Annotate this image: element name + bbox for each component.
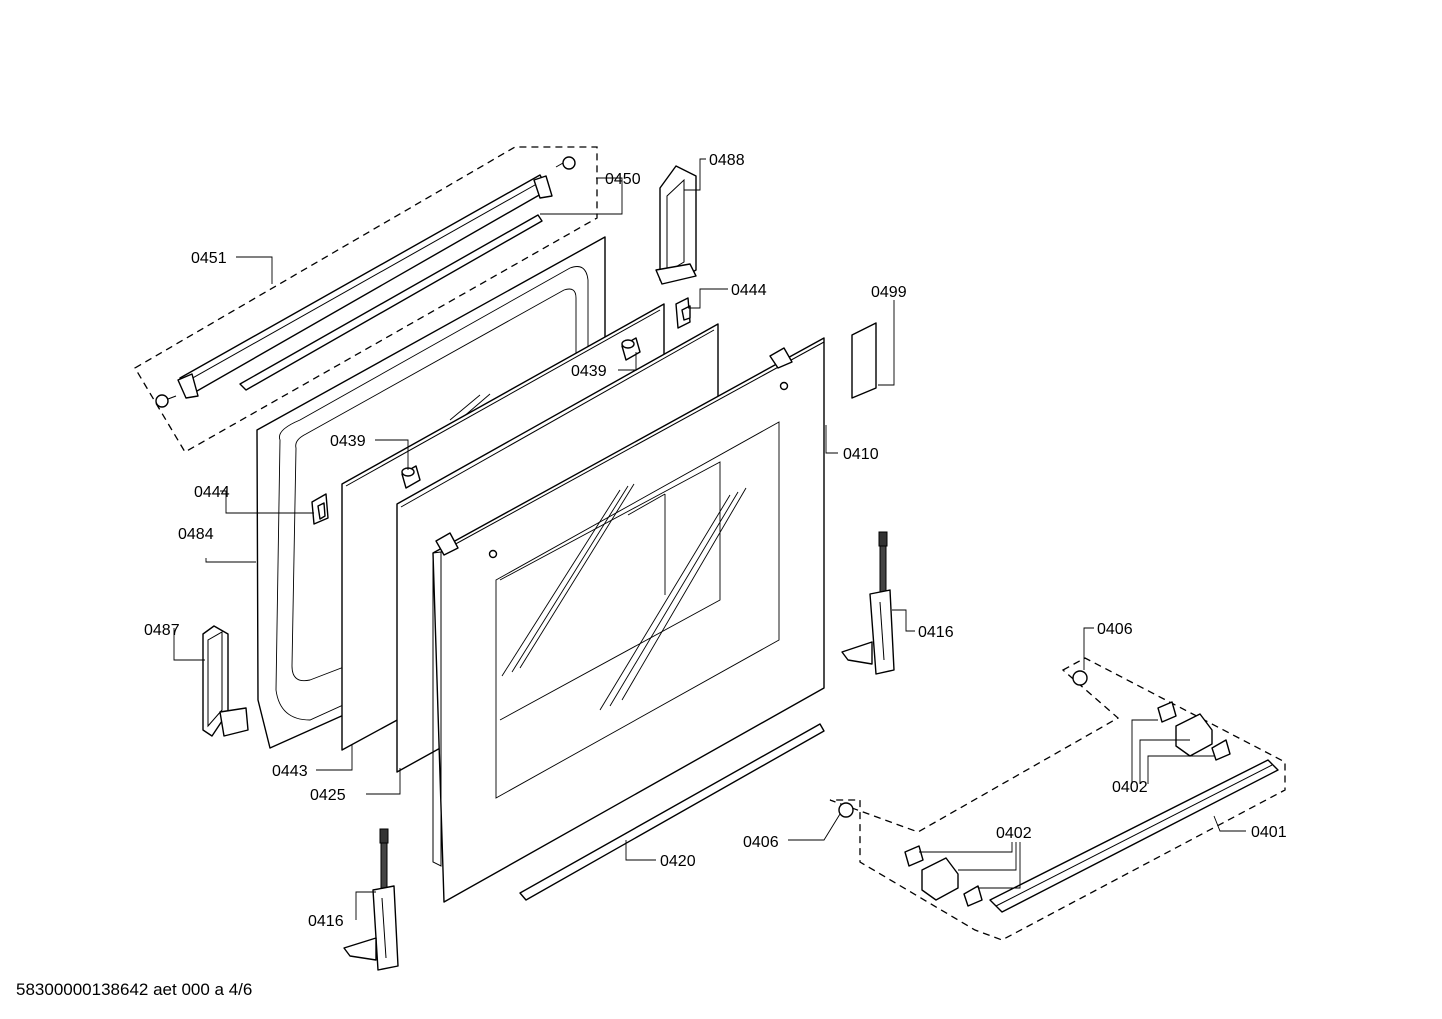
handle-group [829, 657, 1286, 941]
callout-0487: 0487 [144, 622, 180, 639]
callout-0416-right: 0416 [918, 624, 954, 641]
side-cover-part [202, 625, 249, 737]
callout-0425: 0425 [310, 787, 346, 804]
callout-0406-upper: 0406 [1097, 621, 1133, 638]
label-strip [851, 322, 877, 399]
callout-0402-lower: 0402 [996, 825, 1032, 842]
callout-0406-lower: 0406 [743, 834, 779, 851]
callout-0439-lower: 0439 [330, 433, 366, 450]
top-trim-group [134, 146, 598, 453]
hinge-left [343, 828, 399, 971]
callout-0420: 0420 [660, 853, 696, 870]
callout-0484: 0484 [178, 526, 214, 543]
callout-0499: 0499 [871, 284, 907, 301]
top-cover-part [655, 165, 697, 285]
callout-0401: 0401 [1251, 824, 1287, 841]
callout-0488: 0488 [709, 152, 745, 169]
callout-0416-left: 0416 [308, 913, 344, 930]
callout-0444-upper: 0444 [731, 282, 767, 299]
callout-labels: 0451 0450 0488 0444 0499 0439 0439 0410 … [144, 152, 1287, 930]
callout-0451: 0451 [191, 250, 227, 267]
callout-0439-upper: 0439 [571, 363, 607, 380]
callout-0444-lower: 0444 [194, 484, 230, 501]
clip-upper [675, 297, 691, 329]
document-id-footer: 58300000138642 aet 000 a 4/6 [16, 980, 253, 999]
outer-door-panel [432, 337, 825, 903]
callout-0450: 0450 [605, 171, 641, 188]
callout-0402-upper: 0402 [1112, 779, 1148, 796]
hinge-right [841, 531, 895, 675]
callout-0443: 0443 [272, 763, 308, 780]
callout-0410: 0410 [843, 446, 879, 463]
leader-lines [173, 158, 1246, 920]
